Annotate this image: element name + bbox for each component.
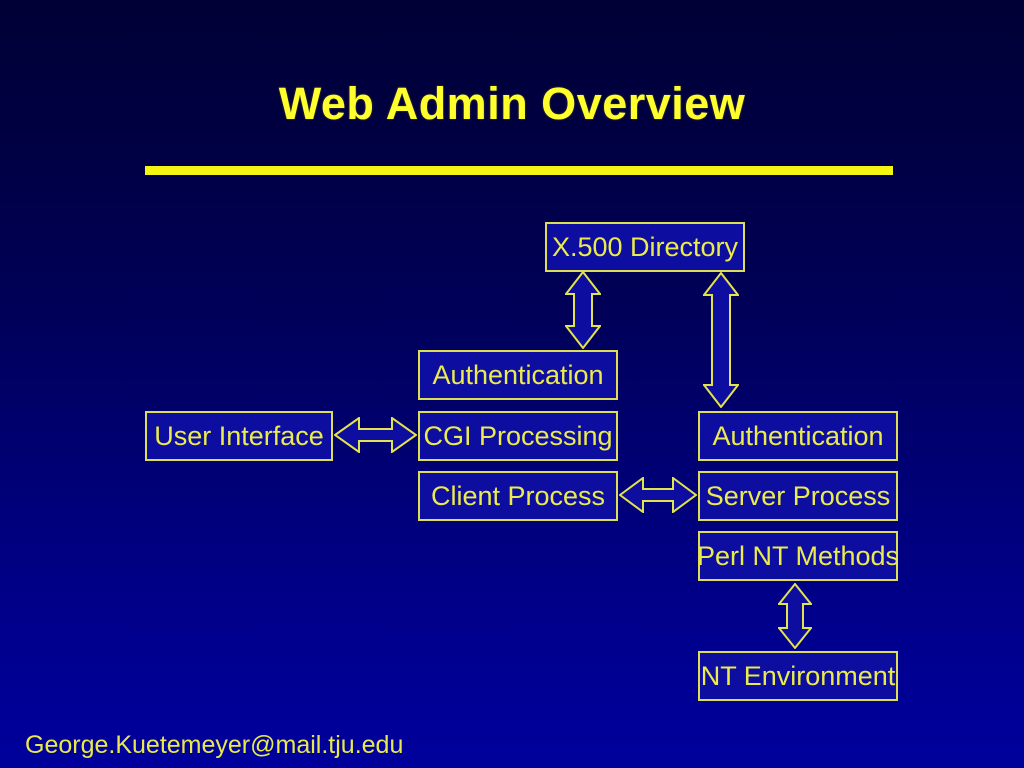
arrow-x500-to-authentication-server-icon bbox=[703, 272, 739, 408]
node-server-process: Server Process bbox=[698, 471, 898, 521]
arrow-user-interface-to-cgi-icon bbox=[334, 417, 417, 453]
node-perl-nt-methods: Perl NT Methods bbox=[697, 531, 899, 581]
node-x500-directory: X.500 Directory bbox=[545, 222, 745, 272]
arrow-perl-to-nt-environment-icon bbox=[778, 583, 812, 649]
node-authentication-server: Authentication bbox=[698, 411, 898, 461]
slide-title: Web Admin Overview bbox=[278, 78, 746, 129]
node-client-process: Client Process bbox=[418, 471, 618, 521]
arrow-client-to-server-icon bbox=[619, 477, 697, 513]
footer-email: George.Kuetemeyer@mail.tju.edu bbox=[25, 731, 404, 759]
node-cgi-processing: CGI Processing bbox=[418, 411, 618, 461]
arrow-x500-to-authentication-icon bbox=[565, 271, 601, 349]
title-underline bbox=[145, 166, 893, 175]
node-user-interface: User Interface bbox=[145, 411, 333, 461]
node-authentication-client: Authentication bbox=[418, 350, 618, 400]
node-nt-environment: NT Environment bbox=[698, 651, 898, 701]
